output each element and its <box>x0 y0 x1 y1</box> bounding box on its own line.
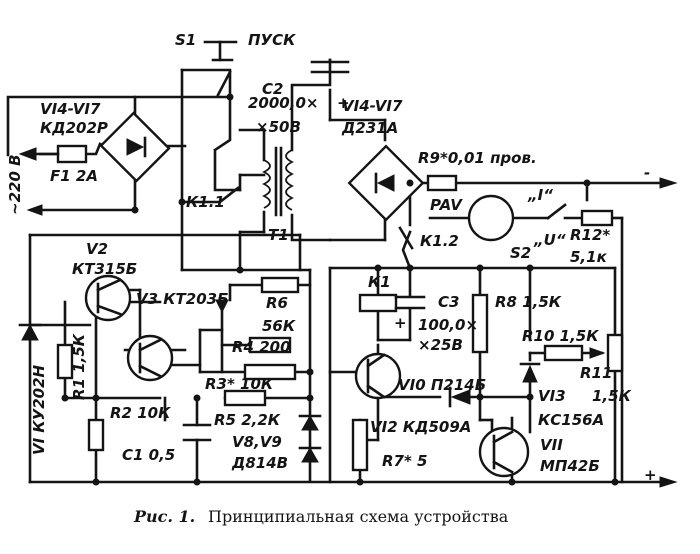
label-v3: V3 КТ203Б <box>136 290 229 308</box>
label-c3plus: + <box>394 314 407 332</box>
label-r9: R9*0,01 пров. <box>418 149 537 167</box>
arrow-mains-top <box>18 147 37 161</box>
label-s1: S1 <box>175 31 196 49</box>
resistor-r9 <box>426 174 458 192</box>
relay-contact-k12 <box>398 226 414 250</box>
resistor-r5 <box>223 389 267 407</box>
transformer-t1 <box>261 146 295 217</box>
label-vd1: VI4-VI7 <box>342 97 403 115</box>
label-v13a: VI3 <box>538 387 566 405</box>
resistor-r10 <box>543 344 584 362</box>
potentiometer-r3 <box>215 299 297 381</box>
label-pav: PAV <box>430 196 463 214</box>
label-v1: VI КУ202Н <box>30 364 48 455</box>
diode-bridge-input <box>99 111 171 183</box>
label-c3b: 100,0× <box>418 316 478 334</box>
label-c3c: ×25В <box>418 336 463 354</box>
label-r10: R10 1,5К <box>522 327 599 345</box>
label-u: „U“ <box>533 231 566 249</box>
label-r3: R3* 10К <box>205 375 274 393</box>
switch-s2 <box>546 203 567 220</box>
output-arrow <box>659 177 678 189</box>
output-arrow-2 <box>659 476 678 488</box>
start-button-s1 <box>203 40 238 97</box>
capacitor-c2 <box>310 60 350 74</box>
label-i: „I“ <box>527 186 553 204</box>
label-r6a: R6 <box>266 294 288 312</box>
label-k1: К1 <box>368 273 391 291</box>
label-vd2: Д231А <box>341 119 398 137</box>
label-r2: R2 10К <box>110 404 171 422</box>
figure-caption: Рис. 1. Принципиальная схема устройства <box>133 507 509 526</box>
resistor-r12 <box>580 209 614 227</box>
label-v10: VI0 П214Б <box>398 376 486 394</box>
transistor-v3 <box>126 334 174 382</box>
resistor-r1 <box>56 343 74 380</box>
fuse-f1 <box>56 144 88 164</box>
label-c3a: С3 <box>438 293 459 311</box>
meter-pav <box>467 194 515 242</box>
label-r4: R4 200 <box>232 338 291 356</box>
resistor-r8 <box>471 293 489 354</box>
label-r7: R7* 5 <box>382 452 428 470</box>
caption-number: Рис. 1. <box>133 507 195 526</box>
resistor-r4 <box>248 336 292 354</box>
label-r12b: 5,1к <box>570 248 608 266</box>
label-v89b: Д814В <box>231 454 288 472</box>
zener-v13 <box>519 362 541 383</box>
label-v11b: МП42Б <box>540 457 600 475</box>
capacitor-c1 <box>182 423 212 442</box>
label-start: ПУСК <box>248 31 296 49</box>
label-plus: + <box>644 466 657 484</box>
label-t1: Т1 <box>268 226 289 244</box>
resistor-r2 <box>87 418 105 452</box>
label-r11b: 1,5К <box>592 387 632 405</box>
label-r8: R8 1,5К <box>495 293 562 311</box>
transistor-v2 <box>84 274 132 322</box>
resistor-r6 <box>260 276 300 294</box>
diode-bridge-output <box>347 144 425 222</box>
label-vd4: КД202Р <box>40 119 108 137</box>
label-v12: VI2 КД509А <box>370 418 471 436</box>
label-s2: S2 <box>510 244 531 262</box>
label-v2a: V2 <box>86 240 108 258</box>
junction-dots <box>61 93 619 486</box>
component-labels: S1 ПУСК C2 2000,0× ×50В VI4-VI7 Д231А VI… <box>6 31 657 484</box>
label-220v: ~220 В <box>6 154 24 215</box>
potentiometer-r11 <box>589 333 624 373</box>
zener-v8-v9 <box>298 414 322 463</box>
label-v2b: КТ315Б <box>72 260 137 278</box>
label-minus: - <box>644 164 650 182</box>
caption-text: Принципиальная схема устройства <box>208 507 509 526</box>
label-r5: R5 2,2К <box>214 411 281 429</box>
label-r11a: R11 <box>580 364 612 382</box>
label-c2b: 2000,0× <box>248 94 318 112</box>
label-c2c: ×50В <box>256 118 301 136</box>
label-k12: К1.2 <box>420 232 459 250</box>
label-k11: К1.1 <box>186 193 225 211</box>
transistor-v11 <box>478 426 530 478</box>
label-v89a: V8,V9 <box>232 433 282 451</box>
resistor-r7 <box>351 418 369 472</box>
capacitor-c3 <box>394 295 426 310</box>
thyristor-v1 <box>18 323 42 341</box>
label-vd3: VI4-VI7 <box>40 100 101 118</box>
label-c2a: C2 <box>262 80 283 98</box>
label-r1: R1 1,5К <box>70 333 88 400</box>
label-c1: С1 0,5 <box>122 446 175 464</box>
relay-coil-k1 <box>358 293 398 313</box>
label-v13b: КС156А <box>538 411 604 429</box>
label-r12a: R12* <box>570 226 610 244</box>
label-v11a: VII <box>540 436 563 454</box>
transistor-v10 <box>354 352 402 400</box>
label-f1: F1 2А <box>50 167 98 185</box>
diode-v12 <box>448 386 471 408</box>
label-c2plus: + <box>337 94 350 112</box>
arrow-mains-bottom <box>26 204 43 216</box>
label-r6b: 56К <box>262 317 296 335</box>
